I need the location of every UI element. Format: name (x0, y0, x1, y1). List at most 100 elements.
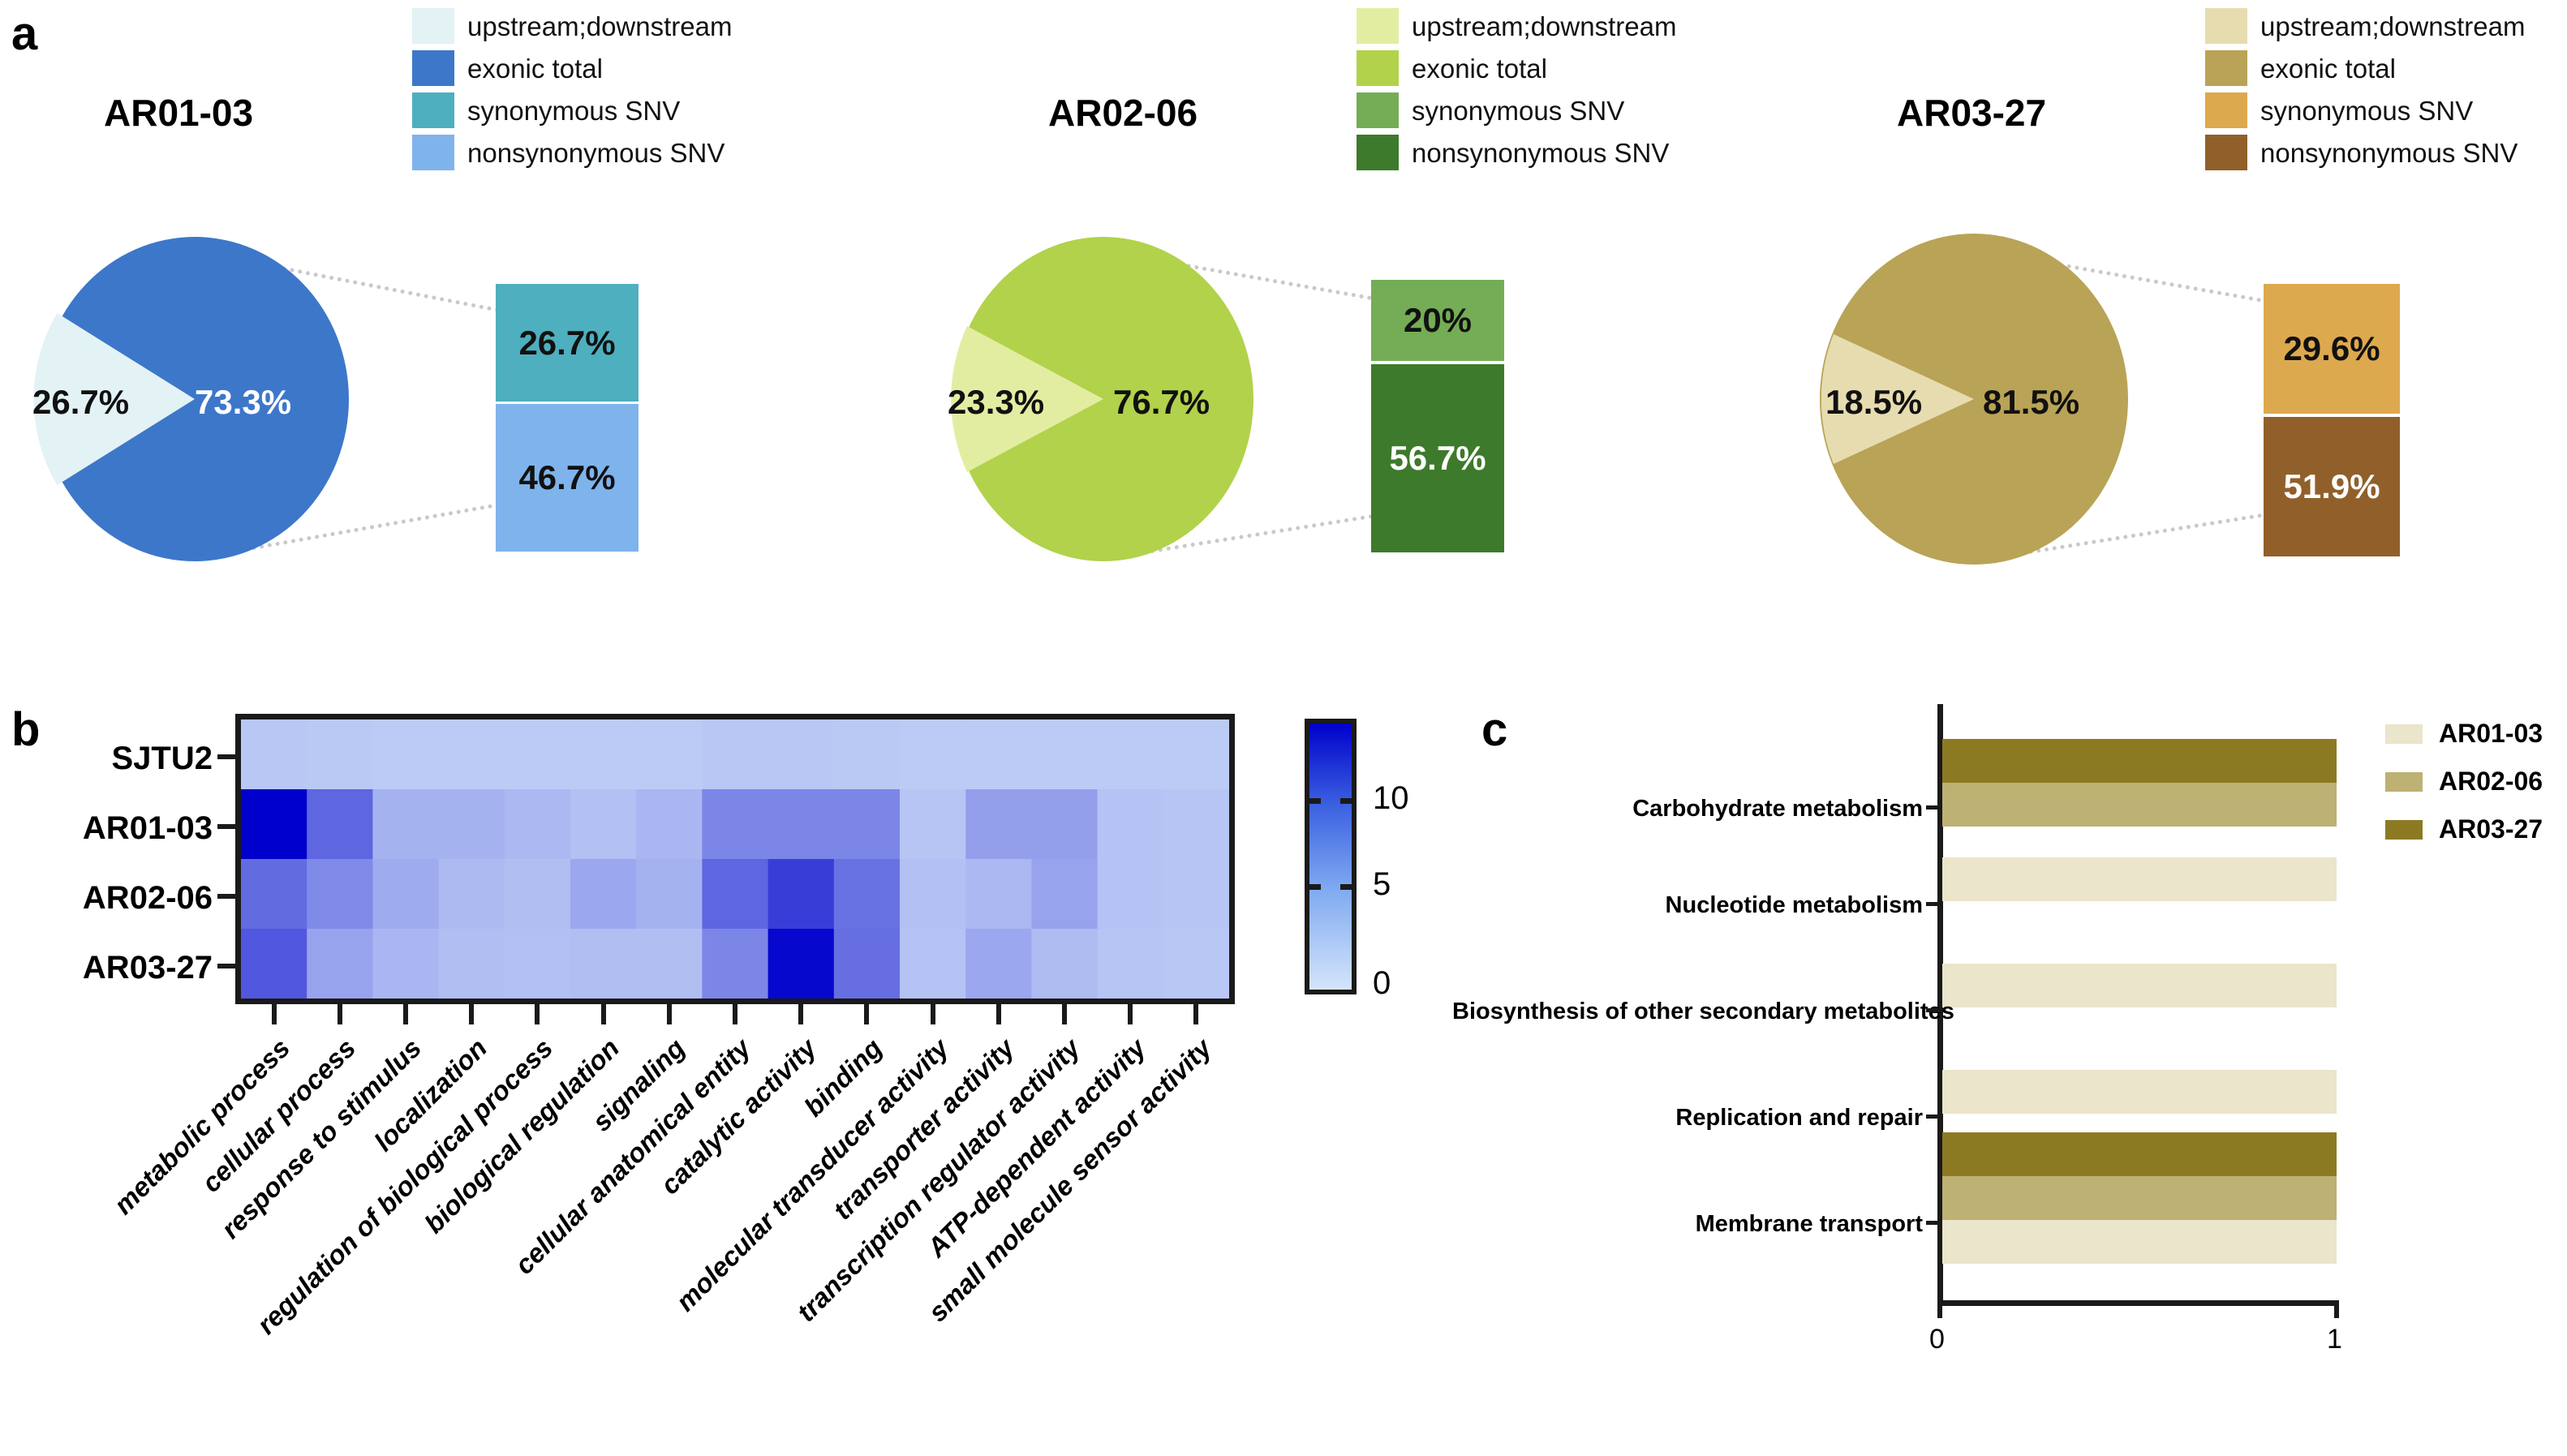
heatmap-cell (965, 719, 1032, 790)
stackbar-nonsynonymous-ar02-06: 56.7% (1371, 364, 1504, 552)
legend-item-upstream-downstream: upstream;downstream (2205, 6, 2525, 45)
panel-b-letter: b (11, 703, 41, 756)
legend-swatch-synonymous-snv (412, 92, 454, 128)
heatmap-cell (636, 859, 703, 930)
heatmap-cell (965, 859, 1032, 930)
legend-swatch-nonsynonymous-snv (2205, 135, 2247, 170)
legend-label-exonic-total: exonic total (467, 53, 603, 84)
panel-c-bar (1942, 1132, 2337, 1176)
stackbar-nonsynonymous-ar03-27: 51.9% (2264, 417, 2400, 556)
pie-chart-ar03-27 (1820, 234, 2128, 565)
panel-c-bar (1942, 857, 2337, 901)
heatmap-row-label-ar01-03: AR01-03 (82, 810, 213, 846)
heatmap-cell (570, 929, 637, 999)
heatmap-cell (1097, 859, 1164, 930)
panel-c-legend-label-ar02-06: AR02-06 (2439, 767, 2543, 796)
legend-item-synonymous-snv: synonymous SNV (2205, 91, 2525, 130)
heatmap-cell (438, 929, 505, 999)
colorbar-tick-5 (1305, 884, 1321, 890)
heatmap-cell (241, 859, 307, 930)
pie-label-exonic-ar02-06: 76.7% (1113, 383, 1210, 421)
heatmap-cell (570, 789, 637, 860)
heatmap-cell (504, 859, 571, 930)
legend-label-nonsynonymous-snv: nonsynonymous SNV (1412, 137, 1670, 168)
heatmap-cell (833, 789, 901, 860)
legend-label-exonic-total: exonic total (1412, 53, 1547, 84)
heatmap-ytick-0 (217, 754, 237, 759)
heatmap-cell (241, 929, 307, 999)
heatmap-cell (833, 929, 901, 999)
panel-c-ytick-1 (1926, 902, 1942, 906)
heatmap-cell (1163, 789, 1229, 860)
legend-label-upstream-downstream: upstream;downstream (467, 11, 733, 41)
heatmap-cell (768, 719, 835, 790)
heatmap-cell (1031, 929, 1099, 999)
legend-label-upstream-downstream: upstream;downstream (1412, 11, 1677, 41)
legend-swatch-exonic-total (2205, 50, 2247, 86)
heatmap-cell (900, 859, 966, 930)
heatmap-cell (636, 929, 703, 999)
colorbar-label-10: 10 (1373, 780, 1409, 816)
panel-c-bar-group (1942, 739, 2337, 1264)
panel-c-legend-item-ar02-06: AR02-06 (2385, 767, 2543, 797)
heatmap-cell (438, 859, 505, 930)
heatmap-cell (372, 929, 440, 999)
heatmap-grid (241, 719, 1229, 999)
legend-item-nonsynonymous-snv: nonsynonymous SNV (1357, 133, 1676, 172)
stackbar-synonymous-ar02-06: 20% (1371, 280, 1504, 361)
panel-c-bar (1942, 739, 2337, 783)
heatmap-cell (372, 719, 440, 790)
heatmap-cell (1163, 719, 1229, 790)
legend-item-upstream-downstream: upstream;downstream (1357, 6, 1676, 45)
heatmap-cell (965, 789, 1032, 860)
panel-a-letter: a (11, 7, 38, 60)
legend-swatch-nonsynonymous-snv (1357, 135, 1399, 170)
panel-c-legend: AR01-03 AR02-06 AR03-27 (2385, 719, 2543, 862)
heatmap-cell (438, 789, 505, 860)
heatmap-cell (965, 929, 1032, 999)
colorbar (1305, 719, 1357, 994)
heatmap-cell (900, 789, 966, 860)
heatmap-cell (900, 719, 966, 790)
heatmap-cell (833, 859, 901, 930)
legend-item-nonsynonymous-snv: nonsynonymous SNV (412, 133, 732, 172)
heatmap-cell (900, 929, 966, 999)
legend-item-synonymous-snv: synonymous SNV (1357, 91, 1676, 130)
heatmap-cell (372, 859, 440, 930)
pie-chart-ar01-03 (33, 237, 349, 561)
heatmap-cell (1031, 719, 1099, 790)
legend-swatch-upstream-downstream (1357, 8, 1399, 44)
legend-item-exonic-total: exonic total (2205, 49, 2525, 88)
legend-label-synonymous-snv: synonymous SNV (467, 95, 681, 126)
heatmap-cell (636, 719, 703, 790)
pie-label-upstream-ar02-06: 23.3% (948, 383, 1045, 421)
pie-title-ar01-03: AR01-03 (104, 92, 254, 134)
panel-c-yaxis (1937, 704, 1943, 1306)
heatmap-cell (307, 859, 373, 930)
legend-item-nonsynonymous-snv: nonsynonymous SNV (2205, 133, 2525, 172)
pie-chart-ar02-06 (951, 237, 1253, 561)
panel-c-legend-label-ar01-03: AR01-03 (2439, 719, 2543, 748)
heatmap-cell (833, 719, 901, 790)
heatmap-ytick-2 (217, 894, 237, 899)
legend-label-nonsynonymous-snv: nonsynonymous SNV (2260, 137, 2518, 168)
panel-c-category-label-replication-and-repair: Replication and repair (1675, 1105, 1923, 1131)
heatmap-row-label-ar02-06: AR02-06 (82, 880, 213, 916)
panel-c-letter: c (1481, 703, 1508, 756)
colorbar-label-5: 5 (1373, 866, 1391, 902)
legend-label-synonymous-snv: synonymous SNV (1412, 95, 1625, 126)
heatmap-cell (241, 719, 307, 790)
heatmap-cell (1097, 789, 1164, 860)
heatmap-cell (307, 789, 373, 860)
legend-label-exonic-total: exonic total (2260, 53, 2396, 84)
panel-c-bar (1942, 964, 2337, 1007)
heatmap-row-label-sjtu2: SJTU2 (111, 741, 213, 776)
heatmap-cell (702, 789, 769, 860)
panel-c-ytick-0 (1926, 805, 1942, 810)
legend-swatch-upstream-downstream (412, 8, 454, 44)
panel-c-bar (1942, 1176, 2337, 1220)
legend-swatch-nonsynonymous-snv (412, 135, 454, 170)
legend-ar02-06: upstream;downstream exonic total synonym… (1357, 6, 1676, 175)
panel-c-xtick-label-1: 1 (2327, 1324, 2342, 1355)
heatmap-cell (1031, 789, 1099, 860)
